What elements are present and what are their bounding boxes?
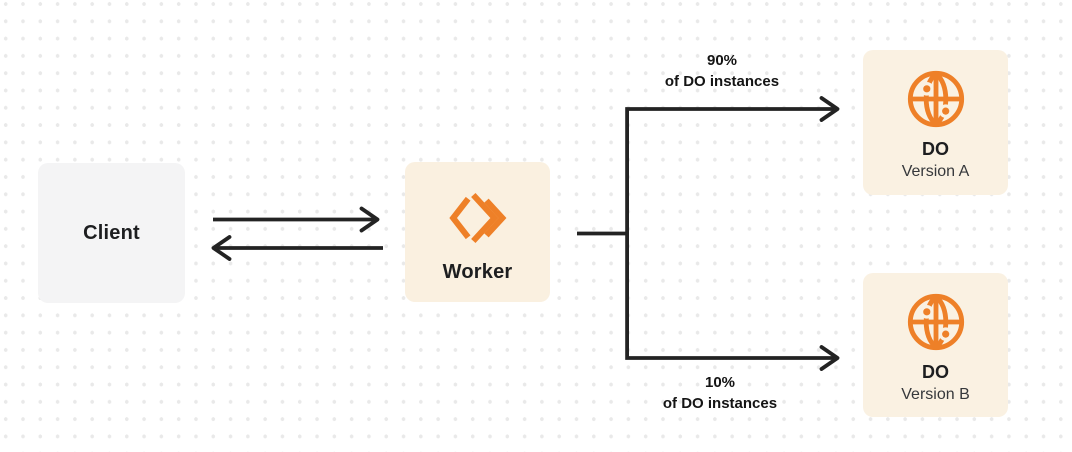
do-b-subtitle: Version B bbox=[901, 385, 970, 403]
durable-object-globe-icon bbox=[907, 293, 964, 350]
client-node-label: Client bbox=[83, 221, 140, 244]
do-a-subtitle: Version A bbox=[901, 163, 970, 180]
worker-node-label: Worker bbox=[442, 261, 513, 283]
do-a-title: DO bbox=[922, 139, 949, 159]
worker-node: Worker bbox=[405, 162, 550, 302]
client-node: Client bbox=[38, 163, 185, 303]
durable-object-globe-icon bbox=[907, 70, 964, 128]
do-b-title: DO bbox=[922, 361, 949, 382]
branch-label-10-line2: of DO instances bbox=[662, 395, 778, 412]
branch-label-10-percent: 10% of DO instances bbox=[610, 372, 830, 414]
arrowhead-right-icon bbox=[819, 96, 840, 122]
cloudflare-workers-icon bbox=[448, 193, 506, 243]
branch-to-do-b-arrow bbox=[625, 232, 840, 371]
branch-to-do-a-arrow bbox=[625, 96, 840, 235]
branch-label-10-line1: 10% bbox=[704, 374, 736, 391]
client-to-worker-arrow bbox=[213, 206, 380, 233]
arrowhead-right-icon bbox=[819, 345, 840, 371]
do-version-b-node: DO Version B bbox=[863, 273, 1008, 417]
branch-label-90-line2: of DO instances bbox=[664, 73, 780, 90]
branch-label-90-percent: 90% of DO instances bbox=[612, 50, 832, 92]
do-version-a-node: DO Version A bbox=[863, 50, 1008, 195]
arrowhead-right-icon bbox=[359, 206, 380, 233]
worker-to-client-arrow bbox=[211, 235, 383, 261]
branch-label-90-line1: 90% bbox=[706, 52, 738, 69]
arrowhead-left-icon bbox=[211, 235, 232, 261]
